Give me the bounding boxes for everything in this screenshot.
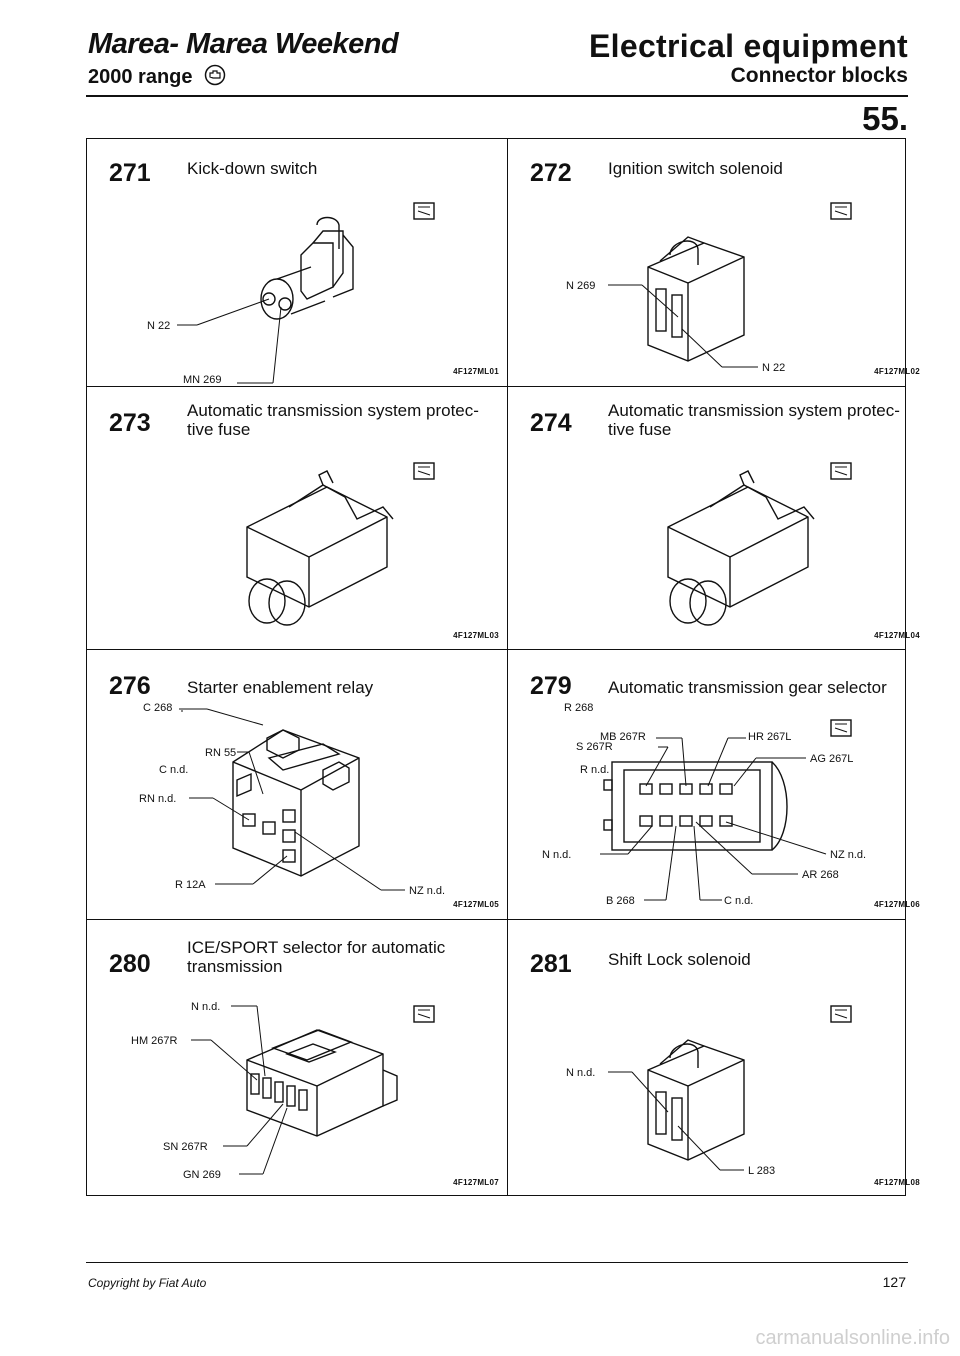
connector-cell-279: 279 Automatic transmission gear selector (508, 650, 926, 919)
figure-code: 4F127ML03 (453, 631, 499, 640)
pin-label: RN n.d. (139, 793, 176, 805)
connector-diagram: N n.d. L 283 (566, 1005, 852, 1177)
cell-number: 272 (530, 159, 572, 187)
figure-code: 4F127ML02 (874, 367, 920, 376)
connector-diagram: N n.d. HM 267R SN 267R GN 269 (131, 1001, 435, 1181)
pin-label: N n.d. (542, 849, 571, 861)
watermark: carmanualsonline.info (755, 1327, 950, 1349)
figure-code: 4F127ML07 (453, 1178, 499, 1187)
connector-diagram: N 269 N 22 (566, 202, 852, 374)
grid-divider-row1 (87, 386, 905, 387)
header-rule (86, 95, 908, 97)
pin-label: R n.d. (580, 764, 609, 776)
pin-label: N n.d. (566, 1067, 595, 1079)
grid-divider-vertical (507, 139, 508, 1195)
pin-label: R 268 (564, 702, 593, 714)
figure-code: 4F127ML08 (874, 1178, 920, 1187)
page-section-number: 55. (862, 100, 908, 137)
figure-code: 4F127ML06 (874, 900, 920, 909)
pin-label: C n.d. (724, 895, 753, 907)
cell-number: 276 (109, 672, 151, 700)
footer-page-number: 127 (882, 1274, 906, 1290)
connector-icon (413, 1005, 435, 1023)
pin-label: NZ n.d. (409, 885, 445, 897)
connector-icon (830, 462, 852, 480)
pin-label: L 283 (748, 1165, 775, 1177)
connector-cell-271: 271 Kick-down switch N 22 MN 269 (87, 139, 505, 386)
connector-diagram: MB 267R S 267R HR 267L AG 267L NZ n.d. N… (542, 719, 866, 907)
connector-diagram: C 268 C n.d. (143, 462, 435, 776)
cell-number: 273 (109, 409, 151, 437)
connector-grid: 271 Kick-down switch N 22 MN 269 (86, 138, 920, 1197)
cell-title: Automatic transmission gear selector (608, 678, 887, 697)
pin-label: C 268 (143, 702, 172, 714)
pin-label: S 267R (576, 741, 613, 753)
cell-number: 281 (530, 950, 572, 978)
pin-label: AR 268 (802, 869, 839, 881)
cell-title: Starter enablement relay (187, 678, 374, 697)
connector-icon (830, 1005, 852, 1023)
pin-label: N 22 (762, 362, 785, 374)
pin-label: N 269 (566, 280, 595, 292)
connector-cell-274: 274 Automatic transmission system protec… (508, 387, 926, 776)
figure-code: 4F127ML04 (874, 631, 920, 640)
pin-label: MN 269 (183, 374, 222, 386)
grid-divider-row3 (87, 919, 905, 920)
pin-label: MB 267R (600, 731, 646, 743)
figure-code: 4F127ML05 (453, 900, 499, 909)
cell-title: Kick-down switch (187, 159, 318, 178)
pin-label: N n.d. (191, 1001, 220, 1013)
header-left-subtitle-row: 2000 range (88, 64, 226, 89)
header-right-title: Electrical equipment (589, 28, 908, 64)
cell-number: 279 (530, 672, 572, 700)
engine-icon (204, 64, 226, 86)
pin-label: N 22 (147, 320, 170, 332)
header-right-subtitle: Connector blocks (730, 64, 908, 87)
cell-title: Shift Lock solenoid (608, 950, 751, 969)
cell-number: 280 (109, 950, 151, 978)
footer-rule (86, 1262, 908, 1263)
connector-icon (830, 202, 852, 220)
connector-diagram: N 22 MN 269 (147, 202, 435, 386)
footer-copyright: Copyright by Fiat Auto (88, 1276, 207, 1290)
pin-label: HM 267R (131, 1035, 178, 1047)
connector-icon (830, 719, 852, 737)
header-left-title: Marea- Marea Weekend (88, 28, 399, 60)
pin-label: AG 267L (810, 753, 853, 765)
connector-cell-272: 272 Ignition switch solenoid N 269 N 22 (508, 139, 926, 386)
pin-label: R 12A (175, 879, 206, 891)
cell-title: Ignition switch solenoid (608, 159, 783, 178)
connector-diagram: R 268 R n.d. (564, 462, 852, 776)
connector-diagram: RN 55 RN n.d. R 12A NZ n.d. (139, 729, 445, 897)
pin-label: HR 267L (748, 731, 791, 743)
cell-title: ICE/SPORT selector for automatic transmi… (187, 938, 446, 976)
cell-title: Automatic transmission system protec-tiv… (187, 401, 479, 439)
cell-title: Automatic transmission system protec-tiv… (608, 401, 900, 439)
connector-cell-273: 273 Automatic transmission system protec… (87, 387, 505, 776)
figure-code: 4F127ML01 (453, 367, 499, 376)
pin-label: SN 267R (163, 1141, 208, 1153)
pin-label: RN 55 (205, 747, 236, 759)
pin-label: C n.d. (159, 764, 188, 776)
cell-number: 271 (109, 159, 151, 187)
connector-icon (413, 202, 435, 220)
connector-cell-280: 280 ICE/SPORT selector for automatic tra… (87, 920, 505, 1197)
pin-label: GN 269 (183, 1169, 221, 1181)
pin-label: NZ n.d. (830, 849, 866, 861)
connector-icon (413, 462, 435, 480)
cell-number: 274 (530, 409, 572, 437)
grid-divider-row2 (87, 649, 905, 650)
connector-cell-281: 281 Shift Lock solenoid N n.d. L 283 (508, 920, 926, 1197)
pin-label: B 268 (606, 895, 635, 907)
header-left-subtitle: 2000 range (88, 66, 193, 88)
connector-cell-276: 276 Starter enablement relay (87, 650, 505, 919)
